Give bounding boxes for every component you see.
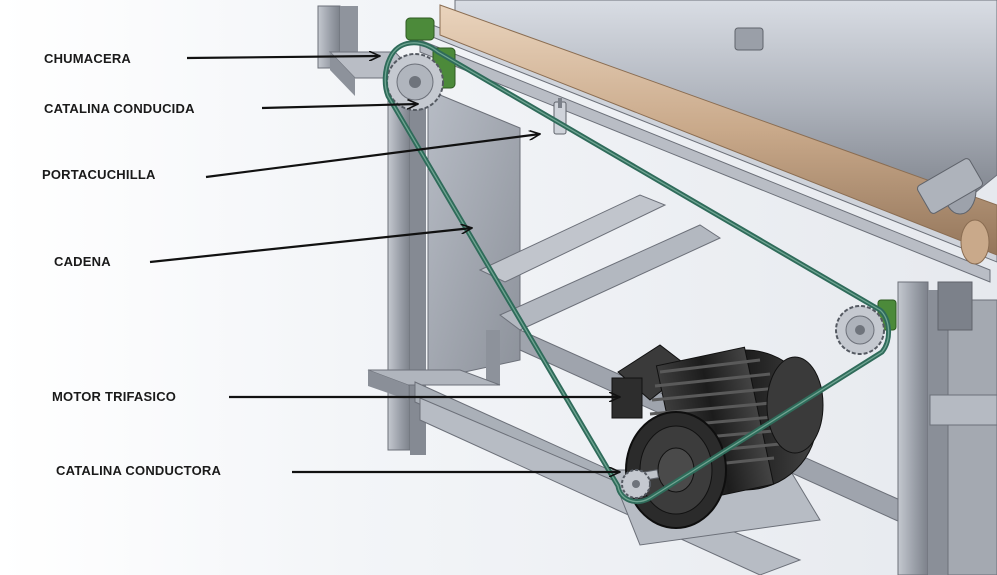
- bearing-top-left: [405, 17, 435, 41]
- arrow-cadena: [149, 228, 472, 264]
- sprocket-drive: [621, 469, 651, 499]
- callout-arrows: [149, 56, 620, 472]
- knife-holder: [553, 98, 567, 135]
- arrow-portacuchilla: [205, 134, 540, 179]
- frame-right-crossbar: [929, 394, 997, 426]
- top-bracket: [734, 27, 764, 51]
- arrow-catalina-conducida: [261, 104, 418, 108]
- rod-lower: [419, 39, 991, 283]
- frame-rail-left-side: [368, 370, 408, 400]
- frame-post-left-side: [410, 75, 426, 455]
- motor: [609, 344, 824, 546]
- frame-post-right: [897, 281, 929, 575]
- rollers: [419, 0, 997, 283]
- arrow-chumacera: [186, 56, 380, 58]
- roller-tan: [439, 4, 997, 256]
- sprocket-driven: [386, 53, 444, 111]
- sprocket-right: [835, 305, 885, 355]
- frame-post-right-side: [928, 290, 948, 575]
- chain-highlight: [384, 42, 890, 503]
- frame-right-panel: [947, 299, 997, 575]
- frame-side-panel: [427, 89, 521, 381]
- end-bracket: [916, 158, 984, 214]
- frame-beam-top-left-side: [330, 52, 355, 96]
- frame-crossbeam-low: [499, 224, 722, 331]
- roller-tan-end: [960, 219, 990, 265]
- frame-right-bracket: [937, 281, 973, 331]
- frame-panel-leg: [486, 330, 500, 385]
